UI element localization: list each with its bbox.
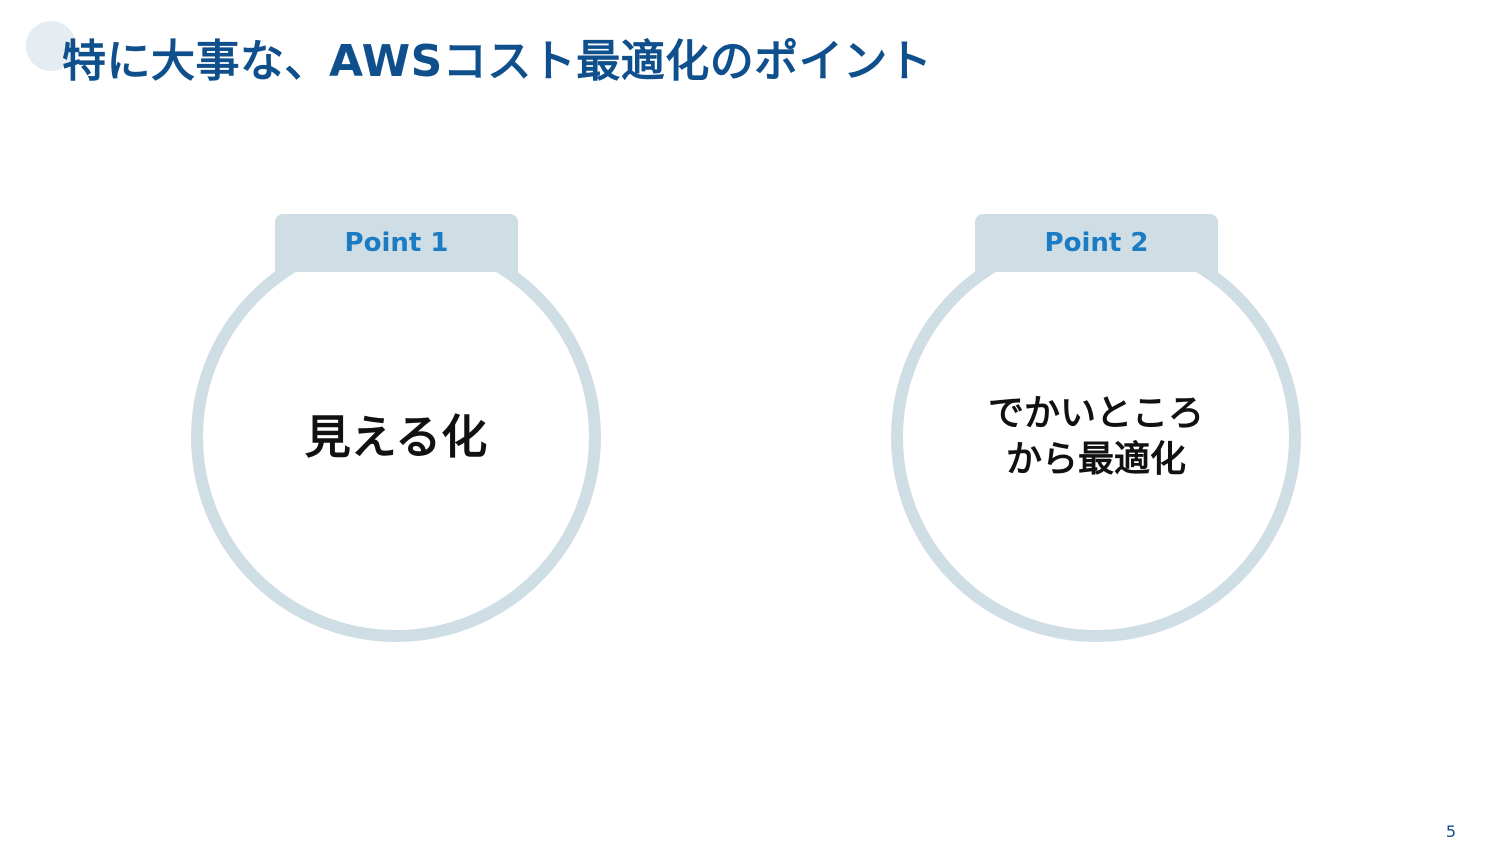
point-2-body: でかいところ から最適化 <box>891 232 1301 642</box>
point-1-body: 見える化 <box>191 232 601 642</box>
page-number: 5 <box>1445 822 1456 841</box>
point-2-card: Point 2 でかいところ から最適化 <box>891 212 1301 642</box>
title-decoration-dot <box>26 21 76 71</box>
slide-title: 特に大事な、AWSコスト最適化のポイント <box>62 36 933 87</box>
point-1-text: 見える化 <box>304 410 488 464</box>
point-1-card: Point 1 見える化 <box>191 212 601 642</box>
point-2-text: でかいところ から最適化 <box>987 393 1204 480</box>
point-1-tab: Point 1 <box>275 214 518 272</box>
point-2-tab: Point 2 <box>975 214 1218 272</box>
